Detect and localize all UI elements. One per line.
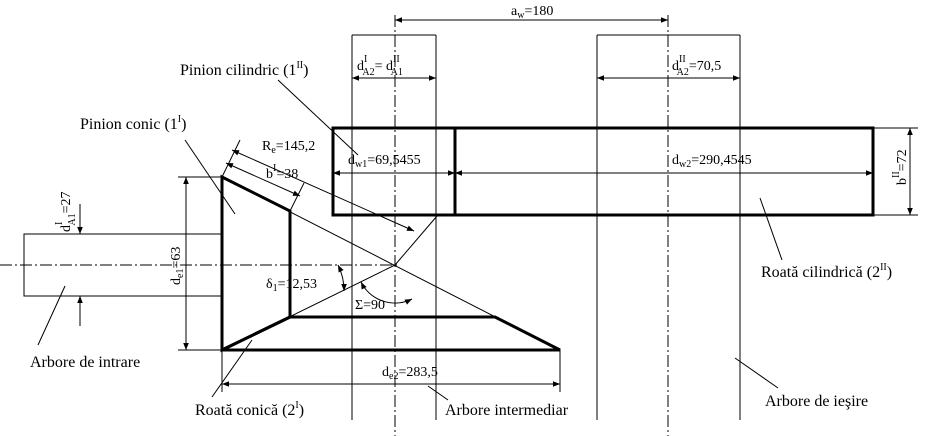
dim-dw2: dw2=290,4545 — [672, 153, 752, 170]
bI-dim-line — [225, 162, 301, 197]
spur-pinion — [331, 126, 457, 217]
dim-Re: Re=145,2 — [262, 139, 315, 156]
Re-ext-top — [221, 139, 241, 178]
leader-pinion-conic — [184, 139, 236, 215]
leader-pinion-cilindric — [277, 79, 359, 156]
dim-dw1: dw1=69,5455 — [348, 153, 421, 170]
label-roata-conica: Roată conică (2I) — [195, 400, 304, 419]
label-arbore-intermediar: Arbore intermediar — [445, 402, 569, 419]
label-roata-cilindrica: Roată cilindrică (2II) — [761, 262, 892, 281]
leader-arbore-intermediar — [427, 385, 449, 401]
Re-ext-bottom — [394, 215, 438, 266]
leader-roata-conica — [211, 339, 253, 398]
bevel-pinion — [220, 174, 292, 353]
dim-de2: de2=283,5 — [382, 365, 438, 382]
leader-roata-cilindrica — [759, 197, 783, 261]
label-arbore-iesire: Arbore de ieşire — [765, 393, 868, 410]
leader-arbore-intrare — [37, 285, 66, 346]
center-lines — [0, 15, 669, 436]
dim-sigma: Σ=90 — [355, 298, 385, 313]
dim-de1: de1=63 — [169, 247, 186, 285]
dim-bII: bII=72 — [891, 149, 910, 185]
dim-delta1: δ1=12,53 — [266, 277, 317, 294]
label-pinion-conic: Pinion conic (1I) — [80, 114, 186, 133]
dim-aw: aw=180 — [511, 4, 553, 21]
spur-wheel — [453, 126, 875, 217]
label-arbore-intrare: Arbore de intrare — [30, 354, 140, 371]
delta1-arc — [337, 264, 347, 292]
bI-ext-top — [289, 182, 305, 212]
sigma-arc — [360, 281, 413, 305]
leader-arbore-iesire — [734, 357, 779, 389]
bevel-wheel — [221, 315, 561, 352]
label-pinion-cilindric: Pinion cilindric (1II) — [180, 60, 308, 79]
dim-bI: bI=38 — [266, 163, 298, 182]
